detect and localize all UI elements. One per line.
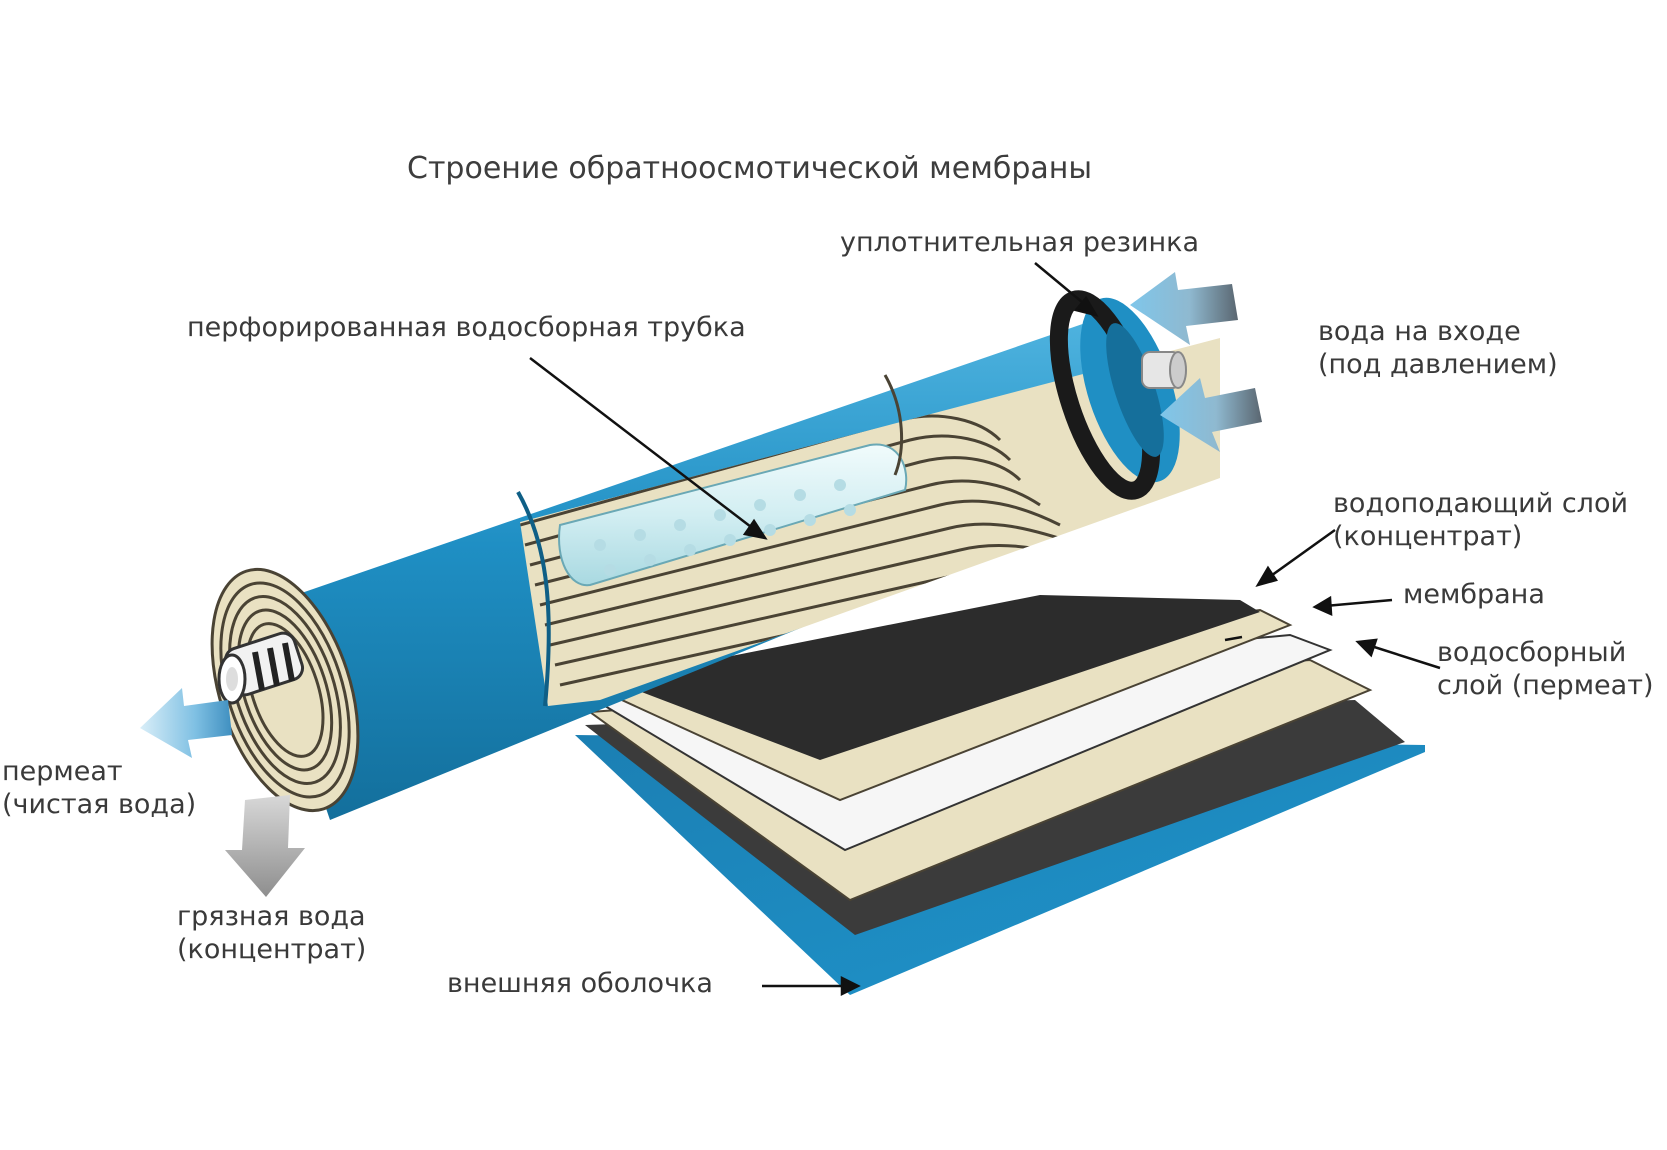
label-membrane: мембрана bbox=[1403, 579, 1545, 610]
diagram-title: Строение обратноосмотической мембраны bbox=[407, 151, 1093, 186]
dark-sheet-upper bbox=[610, 595, 1260, 760]
label-concentrate-out-line2: (концентрат) bbox=[177, 934, 367, 965]
label-permeate-out-line1: пермеат bbox=[2, 756, 123, 787]
spiral-rings bbox=[219, 581, 351, 799]
perforated-tube bbox=[558, 443, 908, 587]
label-feed-layer-line1: водоподающий слой bbox=[1333, 488, 1629, 519]
flow-arrows bbox=[140, 272, 1262, 897]
tube-perforations bbox=[594, 479, 856, 576]
label-outer-shell: внешняя оболочка bbox=[447, 968, 713, 999]
label-permeate-layer-line1: водосборный bbox=[1437, 637, 1627, 668]
label-seal-ring: уплотнительная резинка bbox=[840, 227, 1200, 258]
concentrate-out-arrow bbox=[225, 795, 305, 897]
inlet-arrow-upper bbox=[1130, 272, 1238, 345]
label-water-inlet: вода на входе (под давлением) bbox=[1318, 315, 1558, 381]
label-concentrate-out: грязная вода (концентрат) bbox=[177, 900, 366, 966]
label-feed-layer: водоподающий слой (концентрат) bbox=[1333, 487, 1628, 553]
label-permeate-out-line2: (чистая вода) bbox=[2, 789, 197, 820]
permeate-out-arrow bbox=[140, 688, 232, 758]
label-water-inlet-line2: (под давлением) bbox=[1318, 349, 1558, 380]
pointer-lines bbox=[529, 262, 1441, 997]
unrolled-sheets bbox=[575, 595, 1425, 995]
label-water-inlet-line1: вода на входе bbox=[1318, 316, 1521, 347]
inlet-arrow-lower bbox=[1160, 378, 1262, 452]
label-permeate-out: пермеат (чистая вода) bbox=[2, 755, 196, 821]
left-pipe bbox=[217, 631, 305, 705]
label-perforated-tube: перфорированная водосборная трубка bbox=[187, 312, 746, 343]
label-permeate-layer: водосборный слой (пермеат) bbox=[1437, 636, 1653, 702]
label-feed-layer-line2: (концентрат) bbox=[1333, 521, 1523, 552]
label-permeate-layer-line2: слой (пермеат) bbox=[1437, 670, 1654, 701]
label-concentrate-out-line1: грязная вода bbox=[177, 901, 366, 932]
